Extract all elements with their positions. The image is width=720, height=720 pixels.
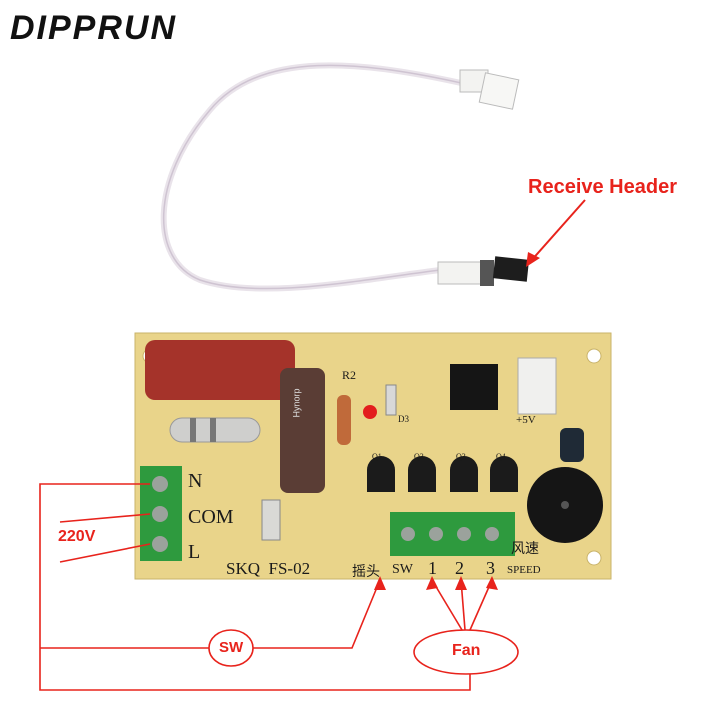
- cable: [160, 62, 471, 292]
- model-label: SKQ FS-02: [226, 559, 311, 578]
- sw-pcb-label: SW: [392, 562, 413, 577]
- pcb-header: [517, 357, 557, 415]
- fan-bubble-label: Fan: [452, 642, 481, 659]
- sw-bubble-label: SW: [219, 639, 244, 656]
- q2-label: Q2: [414, 452, 424, 461]
- pcb-board: [134, 332, 612, 580]
- fan-bubble-shape: [413, 629, 519, 675]
- resistor-r2: [337, 395, 351, 445]
- brand-logo-text: DIPPRUN: [10, 9, 177, 46]
- speed-cn-label: 风速: [511, 542, 539, 557]
- terminal-label-l: L: [188, 541, 201, 563]
- left-terminal-block: [140, 466, 182, 561]
- capacitor-brand-label: Hynorp: [291, 388, 302, 418]
- d3-label: D3: [398, 414, 409, 424]
- wiring-lines: [39, 483, 493, 691]
- transistors: [367, 456, 518, 492]
- top-connector: [459, 69, 520, 110]
- voltage-label: 220V: [58, 528, 96, 545]
- sw-bubble-shape: [208, 629, 254, 667]
- receive-header-label: Receive Header: [528, 176, 677, 198]
- receiver-connector: [437, 256, 530, 286]
- ic-chip: [450, 364, 498, 410]
- film-capacitor: [145, 340, 295, 400]
- q3-label: Q3: [456, 452, 466, 461]
- speed-number-3: 3: [486, 558, 495, 578]
- speed-number-1: 1: [428, 558, 437, 578]
- speed-en-label: SPEED: [507, 564, 541, 576]
- q4-label: Q4: [496, 452, 506, 461]
- brand-logo: DIPPRUN: [10, 9, 177, 46]
- speed-number-2: 2: [455, 558, 464, 578]
- q1-label: Q1: [372, 452, 382, 461]
- electrolytic-capacitor: [280, 368, 325, 493]
- r2-label: R2: [342, 368, 357, 382]
- swing-label: 摇头: [352, 565, 380, 580]
- led: [363, 405, 377, 419]
- terminal-label-n: N: [188, 470, 203, 492]
- right-terminal-block: [390, 512, 515, 556]
- terminal-label-com: COM: [188, 506, 234, 528]
- plus5v-label: +5V: [516, 414, 536, 426]
